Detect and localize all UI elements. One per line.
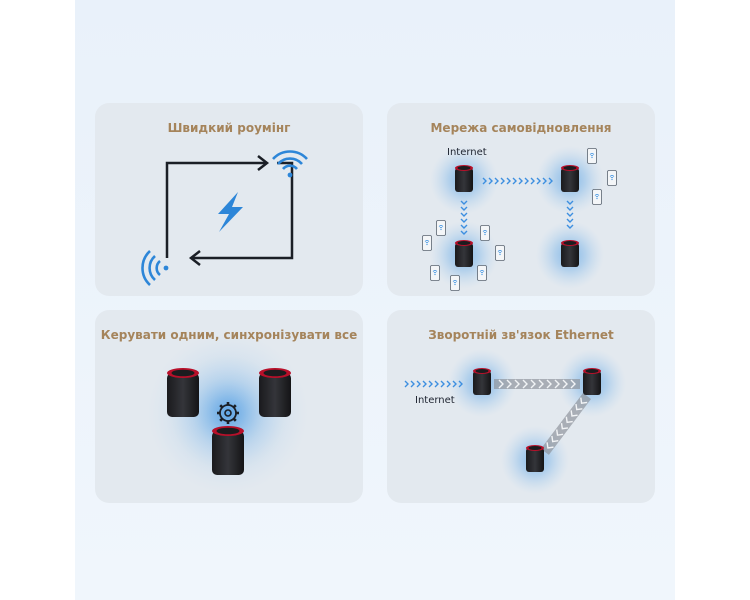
card-title: Мережа самовідновлення [430,121,612,135]
router-icon [455,240,473,267]
card-title: Зворотній зв'язок Ethernet [428,328,614,342]
roaming-illustration [141,150,308,286]
card-fast-roaming: Швидкий роумінг [95,103,363,296]
phone-icon [607,170,617,186]
router-icon [526,445,544,472]
router-icon [259,368,291,417]
sync-illustration [148,333,308,493]
router-icon [167,368,199,417]
phone-icon [436,220,446,236]
router-icon [473,368,491,395]
router-icon [583,368,601,395]
gear-icon [217,402,239,424]
internet-label: Internet [447,147,487,158]
lightning-icon [218,192,243,232]
background-panel [75,0,675,600]
card-self-healing-mesh: Мережа самовідновлення [387,103,655,296]
phone-icon [422,235,432,251]
router-icon [561,240,579,267]
wifi-icon [141,250,169,286]
internet-label: Internet [415,395,455,406]
card-title: Швидкий роумінг [167,121,291,135]
phone-icon [592,189,602,205]
card-control-sync: Керувати одним, синхронізувати все [95,310,363,503]
card-ethernet-backhaul: Зворотній зв'язок Ethernet [387,310,655,503]
phone-icon [587,148,597,164]
phone-icon [495,245,505,261]
wifi-icon [272,150,308,178]
phone-icon [450,275,460,291]
phone-icon [430,265,440,281]
router-icon [561,165,579,192]
phone-icon [480,225,490,241]
phone-icon [477,265,487,281]
router-icon [455,165,473,192]
router-icon [212,426,244,475]
ethernet-illustration [404,349,626,494]
mesh-illustration [422,146,617,291]
